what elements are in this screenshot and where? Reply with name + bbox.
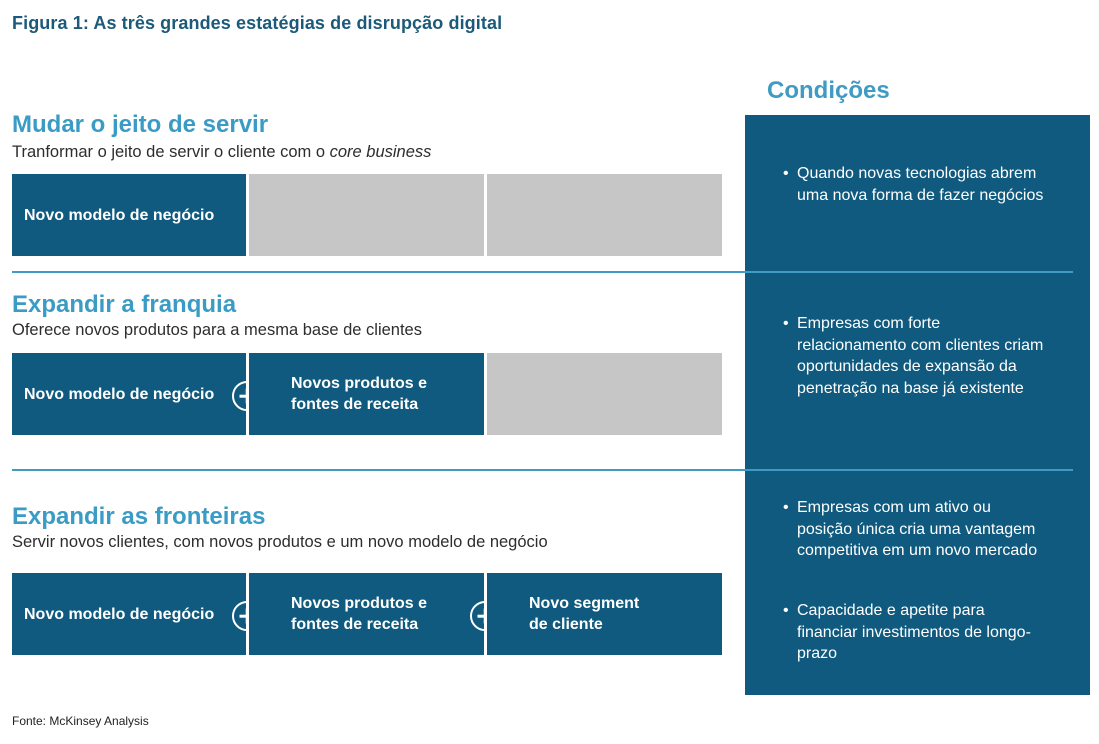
section-subtitle-1: Tranformar o jeito de servir o cliente c… <box>12 143 432 161</box>
box-new-customer-segment: Novo segment de cliente <box>487 573 722 655</box>
figure-title: Figura 1: As três grandes estatégias de … <box>12 13 503 33</box>
conditions-title: Condições <box>767 77 890 104</box>
source-note: Fonte: McKinsey Analysis <box>12 714 149 728</box>
box-new-business-model: Novo modelo de negócio <box>12 573 246 655</box>
box-empty-placeholder <box>487 353 722 435</box>
bullet-icon: • <box>783 499 789 516</box>
box-empty-placeholder <box>487 174 722 256</box>
section-title-1: Mudar o jeito de servir <box>12 111 269 138</box>
subtitle-emphasis: core business <box>329 143 432 161</box>
section-subtitle-2: Oferece novos produtos para a mesma base… <box>12 321 422 339</box>
box-new-products-revenue: Novos produtos e fontes de receita <box>249 573 484 655</box>
section-divider <box>12 271 1073 273</box>
condition-item: • Capacidade e apetite para financiar in… <box>783 602 1031 662</box>
section-subtitle-3: Servir novos clientes, com novos produto… <box>12 533 548 551</box>
section-divider <box>12 469 1073 471</box>
condition-item: • Quando novas tecnologias abrem uma nov… <box>783 165 1044 204</box>
bullet-icon: • <box>783 602 789 619</box>
section-title-2: Expandir a franquia <box>12 291 237 318</box>
condition-item: • Empresas com um ativo ou posição única… <box>783 499 1038 559</box>
conditions-panel <box>745 115 1090 695</box>
box-new-business-model: Novo modelo de negócio <box>12 353 246 435</box>
box-empty-placeholder <box>249 174 484 256</box>
bullet-icon: • <box>783 165 789 182</box>
box-new-business-model: Novo modelo de negócio <box>12 174 246 256</box>
bullet-icon: • <box>783 315 789 332</box>
section-title-3: Expandir as fronteiras <box>12 503 266 530</box>
box-new-products-revenue: Novos produtos e fontes de receita <box>249 353 484 435</box>
condition-item: • Empresas com forte relacionamento com … <box>783 315 1044 397</box>
